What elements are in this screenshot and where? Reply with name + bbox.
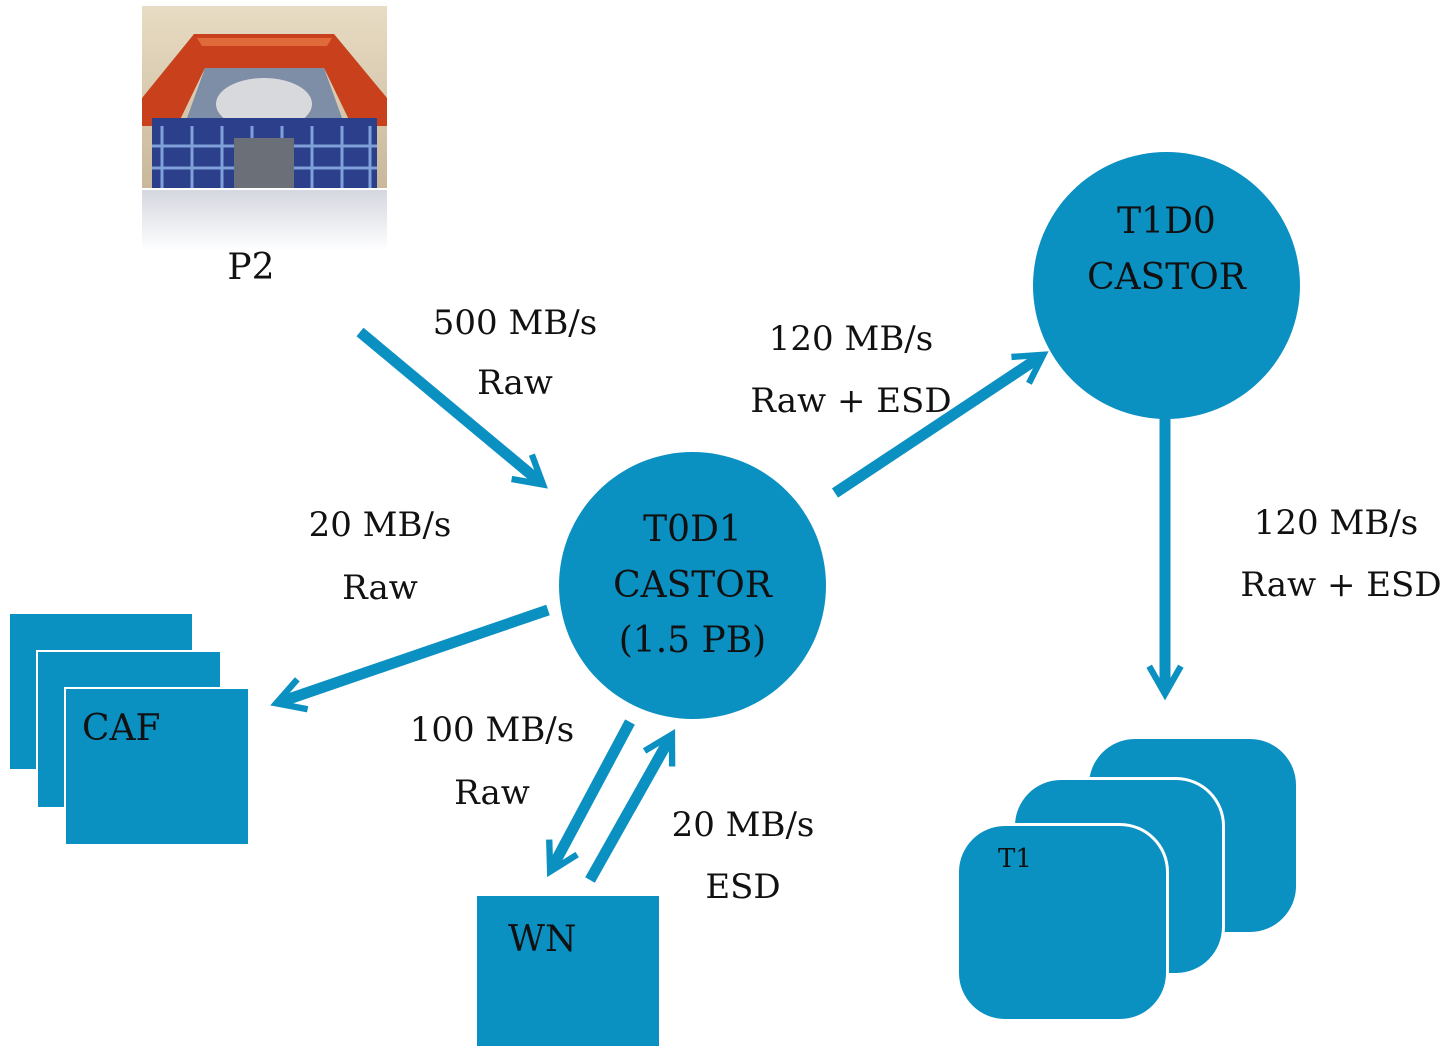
caf-box-front [66, 689, 248, 844]
flow-caf-type: Raw [342, 568, 418, 608]
flow-caf-rate: 20 MB/s [308, 505, 452, 545]
t1-box-front [959, 826, 1166, 1019]
t1-label: T1 [998, 844, 1032, 874]
t1d0-castor-node: T1D0 CASTOR [1033, 152, 1300, 419]
flow-wn-down-type: Raw [454, 773, 530, 813]
wn-box [477, 896, 659, 1046]
flow-p2-rate: 500 MB/s [432, 303, 598, 343]
arrow-t0d1-to-wn [546, 719, 635, 878]
t1d0-label: T1D0 [1117, 201, 1216, 242]
p2-label: P2 [227, 247, 275, 288]
flow-t0d1-t1d0-rate: 120 MB/s [768, 319, 934, 359]
t0d1-capacity-label: (1.5 PB) [618, 620, 767, 662]
flow-wn-down-rate: 100 MB/s [409, 710, 575, 750]
arrow-t0d1-to-t1d0 [831, 351, 1049, 498]
wn-label: WN [508, 919, 577, 960]
flow-t1-type: Raw + ESD [1240, 565, 1442, 605]
flow-wn-up-rate: 20 MB/s [671, 805, 815, 845]
p2-detector-image [142, 6, 387, 251]
t0d1-label: T0D1 [643, 508, 742, 550]
t1d0-castor-label: CASTOR [1087, 256, 1246, 298]
arrow-wn-to-t0d1 [585, 728, 676, 883]
flow-t0d1-t1d0-type: Raw + ESD [750, 381, 952, 421]
caf-label: CAF [82, 708, 161, 749]
t0d1-castor-label: CASTOR [613, 564, 772, 606]
flow-p2-type: Raw [477, 363, 553, 403]
t0d1-castor-node: T0D1 CASTOR (1.5 PB) [559, 452, 826, 719]
flow-t1-rate: 120 MB/s [1253, 503, 1419, 543]
detector-photo-graphic [142, 6, 387, 251]
arrow-p2-to-t0d1 [356, 327, 548, 489]
arrow-t0d1-to-caf [270, 604, 550, 713]
flow-wn-up-type: ESD [705, 867, 781, 907]
